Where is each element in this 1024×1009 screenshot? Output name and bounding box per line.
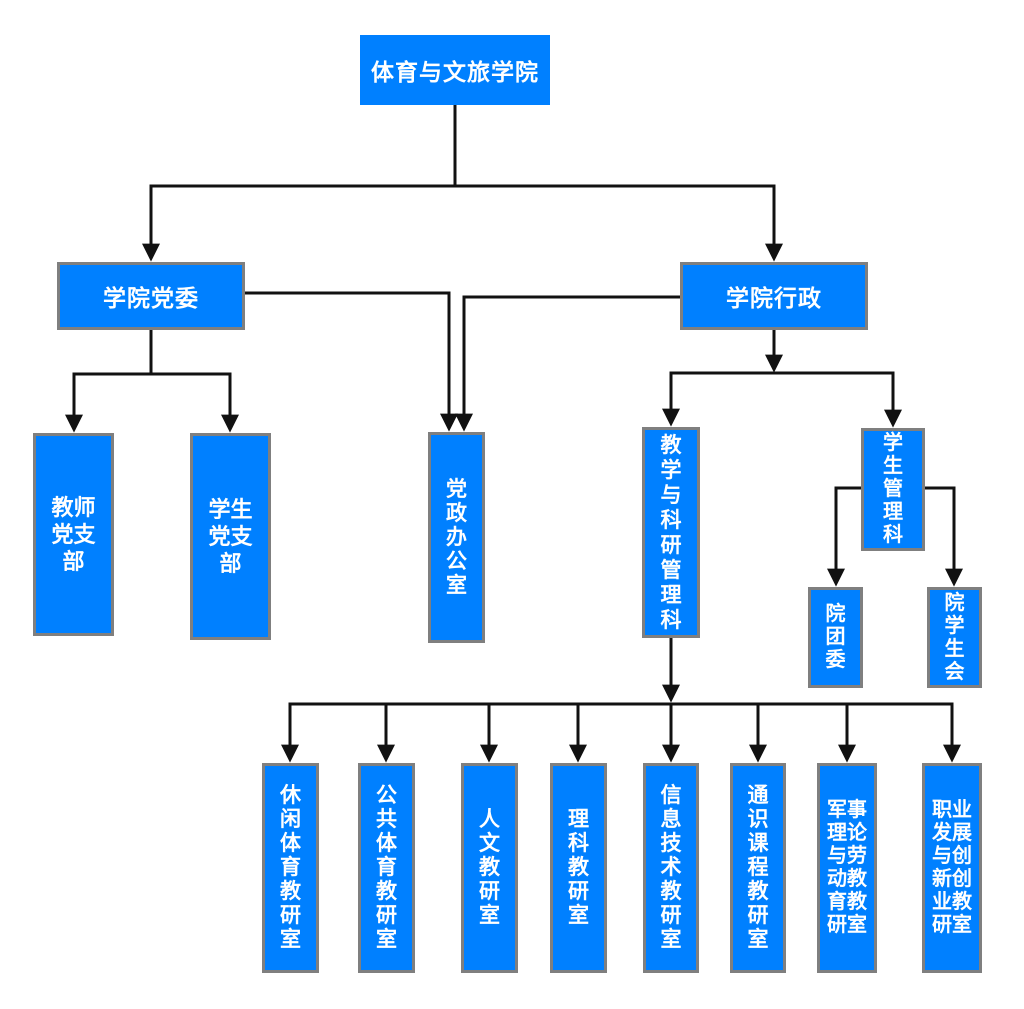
- edge-student-mgmt-to-youth-league: [827, 486, 861, 587]
- org-box-science-office: 理科教研室: [550, 763, 607, 973]
- org-box-student-mgmt: 学生管理科: [861, 428, 925, 551]
- org-box-student-party-branch: 学生党支部: [190, 433, 271, 640]
- org-box-general-courses-office: 通识课程教研室: [730, 763, 786, 973]
- org-box-career-innovation-office: 职业发展与创新创业教研室: [922, 763, 982, 973]
- edge-administration-to-party-gov-office: [455, 295, 680, 432]
- org-box-root: 体育与文旅学院: [360, 35, 550, 105]
- org-box-youth-league: 院团委: [808, 587, 863, 688]
- org-box-public-sports-office: 公共体育教研室: [358, 763, 415, 973]
- org-box-teaching-research-mgmt: 教学与科研管理科: [642, 427, 700, 638]
- org-box-leisure-sports-office: 休闲体育教研室: [262, 763, 319, 973]
- edge-student-mgmt-to-student-union: [925, 486, 963, 587]
- org-box-humanities-office: 人文教研室: [461, 763, 518, 973]
- org-box-teacher-party-branch: 教师党支部: [33, 433, 114, 636]
- org-box-administration: 学院行政: [680, 262, 868, 330]
- org-box-party-committee: 学院党委: [57, 262, 245, 330]
- org-box-info-tech-office: 信息技术教研室: [643, 763, 699, 973]
- edge-party-committee-to-party-gov-office: [245, 291, 458, 432]
- org-box-military-labor-office: 军事理论与劳动教育教研室: [817, 763, 877, 973]
- org-box-student-union: 院学生会: [927, 587, 982, 688]
- org-box-party-gov-office: 党政办公室: [428, 432, 485, 643]
